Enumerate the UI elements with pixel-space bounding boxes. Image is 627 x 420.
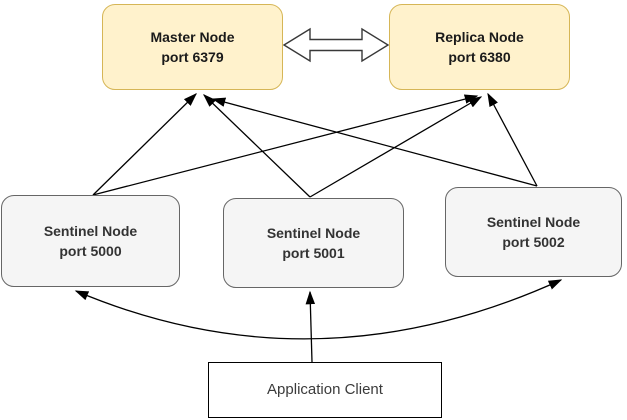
sentinel-5001-port: port 5001 (282, 245, 345, 261)
sentinel-node-5001[interactable]: Sentinel Node port 5001 (223, 198, 404, 288)
sentinel-5002-port: port 5002 (502, 234, 565, 250)
master-node[interactable]: Master Node port 6379 (102, 4, 283, 90)
edge-client-to-sentinel5000-and-5002-arc (74, 279, 563, 340)
application-client-label: Application Client (267, 381, 383, 398)
application-client-node[interactable]: Application Client (208, 362, 442, 418)
master-node-label: Master Node (150, 29, 235, 45)
sentinel-node-5000[interactable]: Sentinel Node port 5000 (1, 195, 180, 287)
replica-node[interactable]: Replica Node port 6380 (389, 4, 570, 90)
edge-sentinel5001-to-master (203, 94, 311, 198)
master-replica-replication-double-arrow (282, 27, 390, 63)
master-node-port: port 6379 (161, 49, 224, 65)
sentinel-5001-label: Sentinel Node (266, 225, 361, 241)
sentinel-5002-label: Sentinel Node (486, 214, 581, 230)
sentinel-5000-port: port 5000 (59, 243, 122, 259)
edge-sentinel5001-to-replica (309, 96, 483, 198)
replica-node-port: port 6380 (448, 49, 511, 65)
sentinel-5000-label: Sentinel Node (43, 223, 138, 239)
replica-node-label: Replica Node (435, 29, 524, 45)
edge-sentinel5000-to-replica (92, 94, 479, 196)
sentinel-node-5002[interactable]: Sentinel Node port 5002 (445, 187, 622, 277)
edge-sentinel5002-to-master (211, 97, 538, 187)
edge-sentinel5002-to-replica (487, 92, 538, 187)
edge-client-to-sentinel5001 (305, 290, 316, 363)
edge-sentinel5000-to-master (92, 93, 197, 196)
